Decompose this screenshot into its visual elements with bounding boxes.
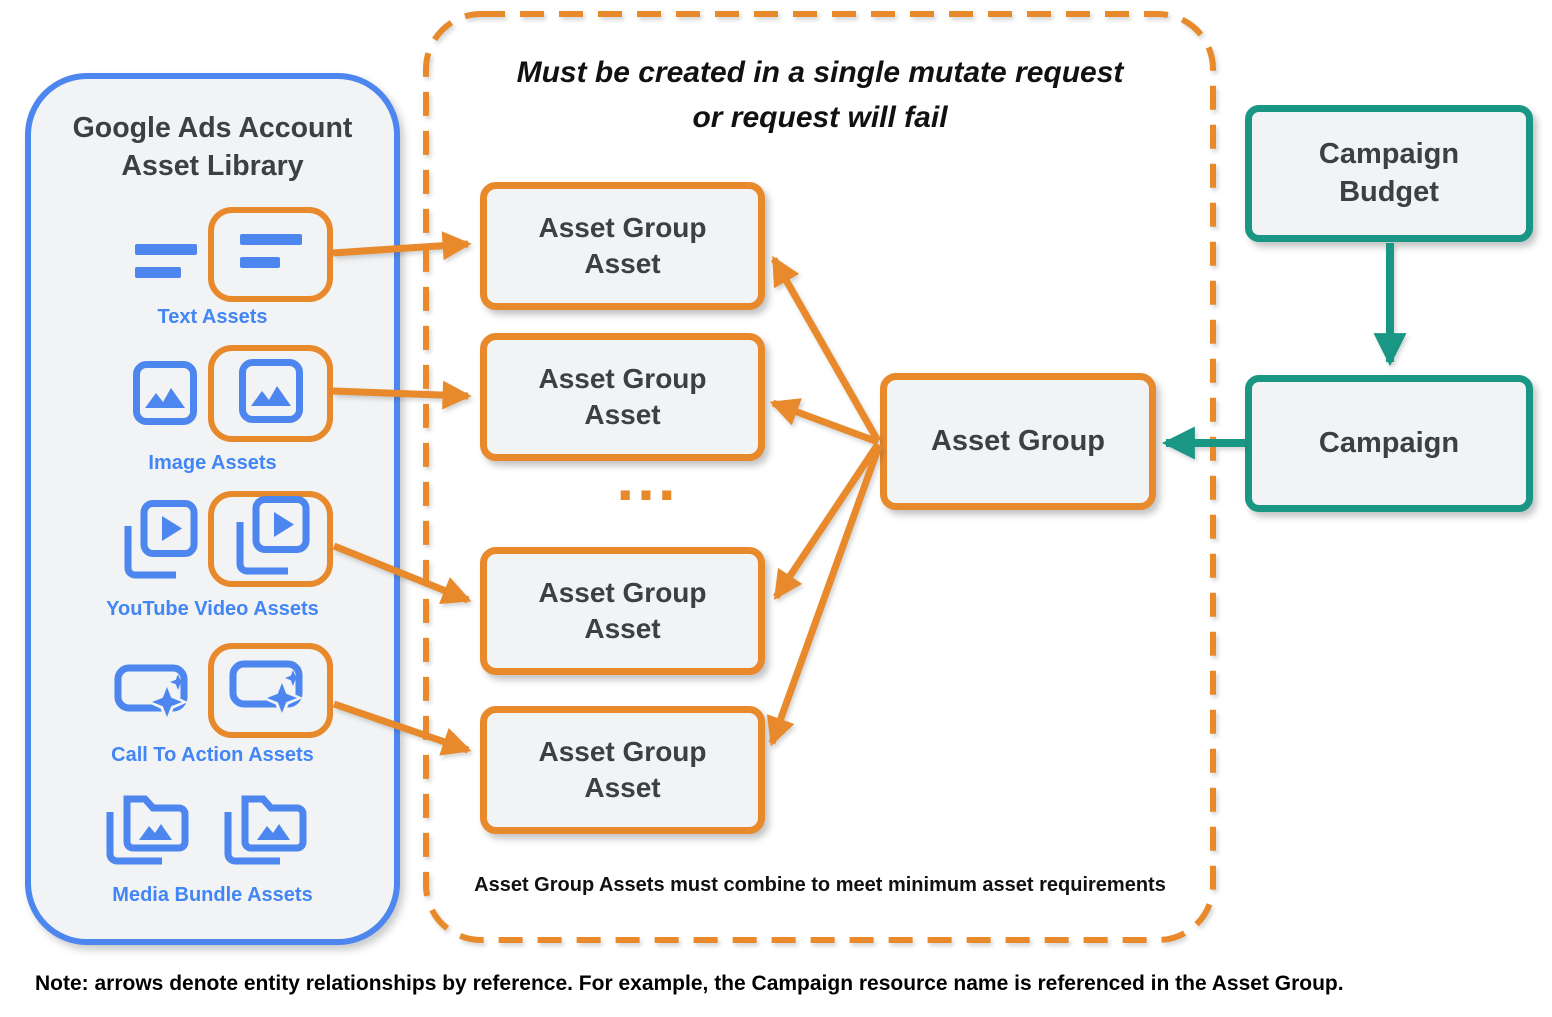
more-assets-ellipsis: ... <box>616 442 679 514</box>
cta-sparkle-icon <box>229 658 313 723</box>
text-assets-label: Text Assets <box>157 306 268 328</box>
call-to-action-assets-label: Call To Action Assets <box>111 744 314 766</box>
media-bundle-assets-label: Media Bundle Assets <box>112 884 313 906</box>
arrow-group-to-aga1 <box>770 255 882 443</box>
image-icon <box>133 361 197 425</box>
media-folder-icon <box>220 788 314 870</box>
asset-group-box: Asset Group <box>880 373 1156 510</box>
youtube-video-assets-label: YouTube Video Assets <box>106 598 319 620</box>
image-icon <box>238 359 303 428</box>
cta-asset-selected-box <box>208 643 333 738</box>
text-asset-selected-box <box>208 207 333 302</box>
mutate-title-line1: Must be created in a single mutate reque… <box>516 56 1124 89</box>
campaign-box: Campaign <box>1245 375 1533 512</box>
mutate-panel-title: Must be created in a single mutate reque… <box>427 50 1213 140</box>
video-asset-selected-box <box>208 491 333 587</box>
image-asset-selected-box <box>208 345 333 442</box>
mutate-panel-footnote: Asset Group Assets must combine to meet … <box>474 874 1166 896</box>
image-assets-label: Image Assets <box>148 452 277 474</box>
video-stack-icon <box>232 495 310 583</box>
asset-library-title: Google Ads Account Asset Library <box>72 112 353 182</box>
asset-group-asset-box-1: Asset Group Asset <box>480 182 765 310</box>
text-lines-icon <box>239 234 302 275</box>
reference-note: Note: arrows denote entity relationships… <box>35 972 1344 995</box>
mutate-title-line2: or request will fail <box>692 101 948 134</box>
arrow-group-to-aga2 <box>769 398 880 446</box>
arrow-group-to-aga3 <box>773 442 881 601</box>
video-stack-icon <box>120 500 198 582</box>
asset-group-asset-box-4: Asset Group Asset <box>480 706 765 834</box>
text-lines-icon <box>135 244 197 280</box>
asset-group-asset-box-3: Asset Group Asset <box>480 547 765 675</box>
cta-sparkle-icon <box>114 662 198 722</box>
campaign-budget-box: Campaign Budget <box>1245 105 1533 242</box>
media-folder-icon <box>102 788 196 870</box>
